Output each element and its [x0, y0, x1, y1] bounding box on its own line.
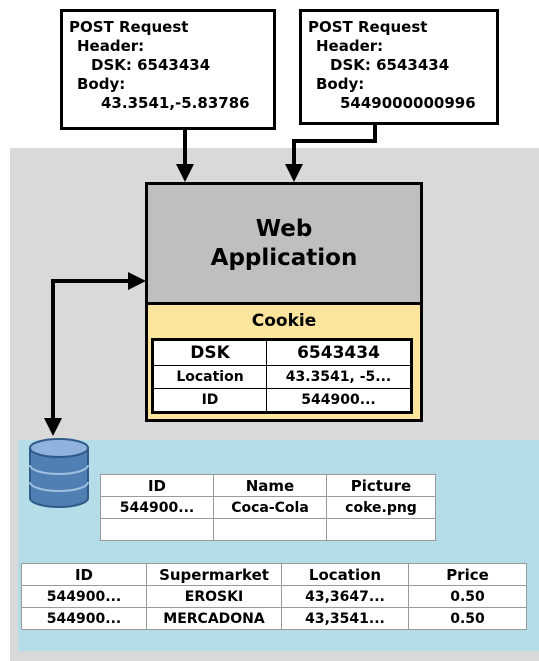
column-header: Name [213, 474, 327, 497]
table-row: 544900... MERCADONA 43,3541... 0.50 [21, 607, 527, 630]
table-header-row: ID Name Picture [100, 474, 436, 497]
cookie-table: DSK 6543434 Location 43.3541, -5... ID 5… [151, 338, 413, 414]
table-cell: 43,3647... [281, 585, 409, 608]
arrow-request2 [292, 124, 377, 166]
request-header-label: Header: [77, 37, 145, 55]
request-body-value: 5449000000996 [340, 94, 476, 112]
column-header: Picture [326, 474, 436, 497]
table-cell: 43,3541... [281, 607, 409, 630]
arrowhead-to-webapp [128, 272, 146, 290]
table-cell: 544900... [21, 585, 147, 608]
request-body-value: 43.3541,-5.83786 [101, 94, 250, 112]
column-header: Price [408, 563, 527, 586]
products-table: ID Name Picture 544900... Coca-Cola coke… [100, 474, 436, 541]
cookie-value: 6543434 [266, 339, 412, 366]
table-row: 544900... EROSKI 43,3647... 0.50 [21, 585, 527, 608]
table-cell: 544900... [21, 607, 147, 630]
post-request-box-1: POST Request Header: DSK: 6543434 Body: … [60, 9, 276, 130]
table-cell: 0.50 [408, 607, 527, 630]
column-header: ID [100, 474, 214, 497]
table-cell: Coca-Cola [213, 496, 327, 519]
cookie-box: Cookie DSK 6543434 Location 43.3541, -5.… [145, 302, 423, 422]
table-row [100, 518, 436, 541]
table-cell: 0.50 [408, 585, 527, 608]
web-app-label-line1: Web [255, 215, 313, 242]
table-cell: coke.png [326, 496, 436, 519]
cookie-value: 43.3541, -5... [266, 365, 412, 389]
post-request-box-2: POST Request Header: DSK: 6543434 Body: … [299, 9, 499, 125]
table-cell: EROSKI [146, 585, 282, 608]
table-cell [326, 518, 436, 541]
request-title: POST Request [308, 18, 428, 36]
cookie-row: ID 544900... [152, 388, 412, 413]
column-header: ID [21, 563, 147, 586]
cookie-key: Location [152, 365, 267, 389]
arrowhead-request1 [176, 164, 194, 182]
column-header: Location [281, 563, 409, 586]
column-header: Supermarket [146, 563, 282, 586]
web-app-label-line2: Application [210, 244, 358, 271]
database-icon [29, 438, 89, 508]
request-title: POST Request [69, 18, 189, 36]
table-row: 544900... Coca-Cola coke.png [100, 496, 436, 519]
request-body-label: Body: [316, 75, 365, 93]
cookie-title: Cookie [251, 311, 317, 331]
table-cell: 544900... [100, 496, 214, 519]
table-cell: MERCADONA [146, 607, 282, 630]
prices-table: ID Supermarket Location Price 544900... … [21, 563, 527, 630]
cookie-key: DSK [152, 339, 267, 366]
arrowhead-to-db [44, 418, 62, 436]
request-header-value: DSK: 6543434 [330, 56, 450, 74]
cookie-row: Location 43.3541, -5... [152, 365, 412, 389]
table-header-row: ID Supermarket Location Price [21, 563, 527, 586]
table-cell [213, 518, 327, 541]
request-header-value: DSK: 6543434 [91, 56, 211, 74]
cookie-value: 544900... [266, 388, 412, 413]
request-body-label: Body: [77, 75, 126, 93]
arrowhead-request2 [285, 164, 303, 182]
web-application-box: Web Application [145, 182, 423, 305]
arrow-webapp-db [51, 279, 130, 420]
cookie-key: ID [152, 388, 267, 413]
table-cell [100, 518, 214, 541]
cookie-row: DSK 6543434 [152, 339, 412, 366]
request-header-label: Header: [316, 37, 384, 55]
